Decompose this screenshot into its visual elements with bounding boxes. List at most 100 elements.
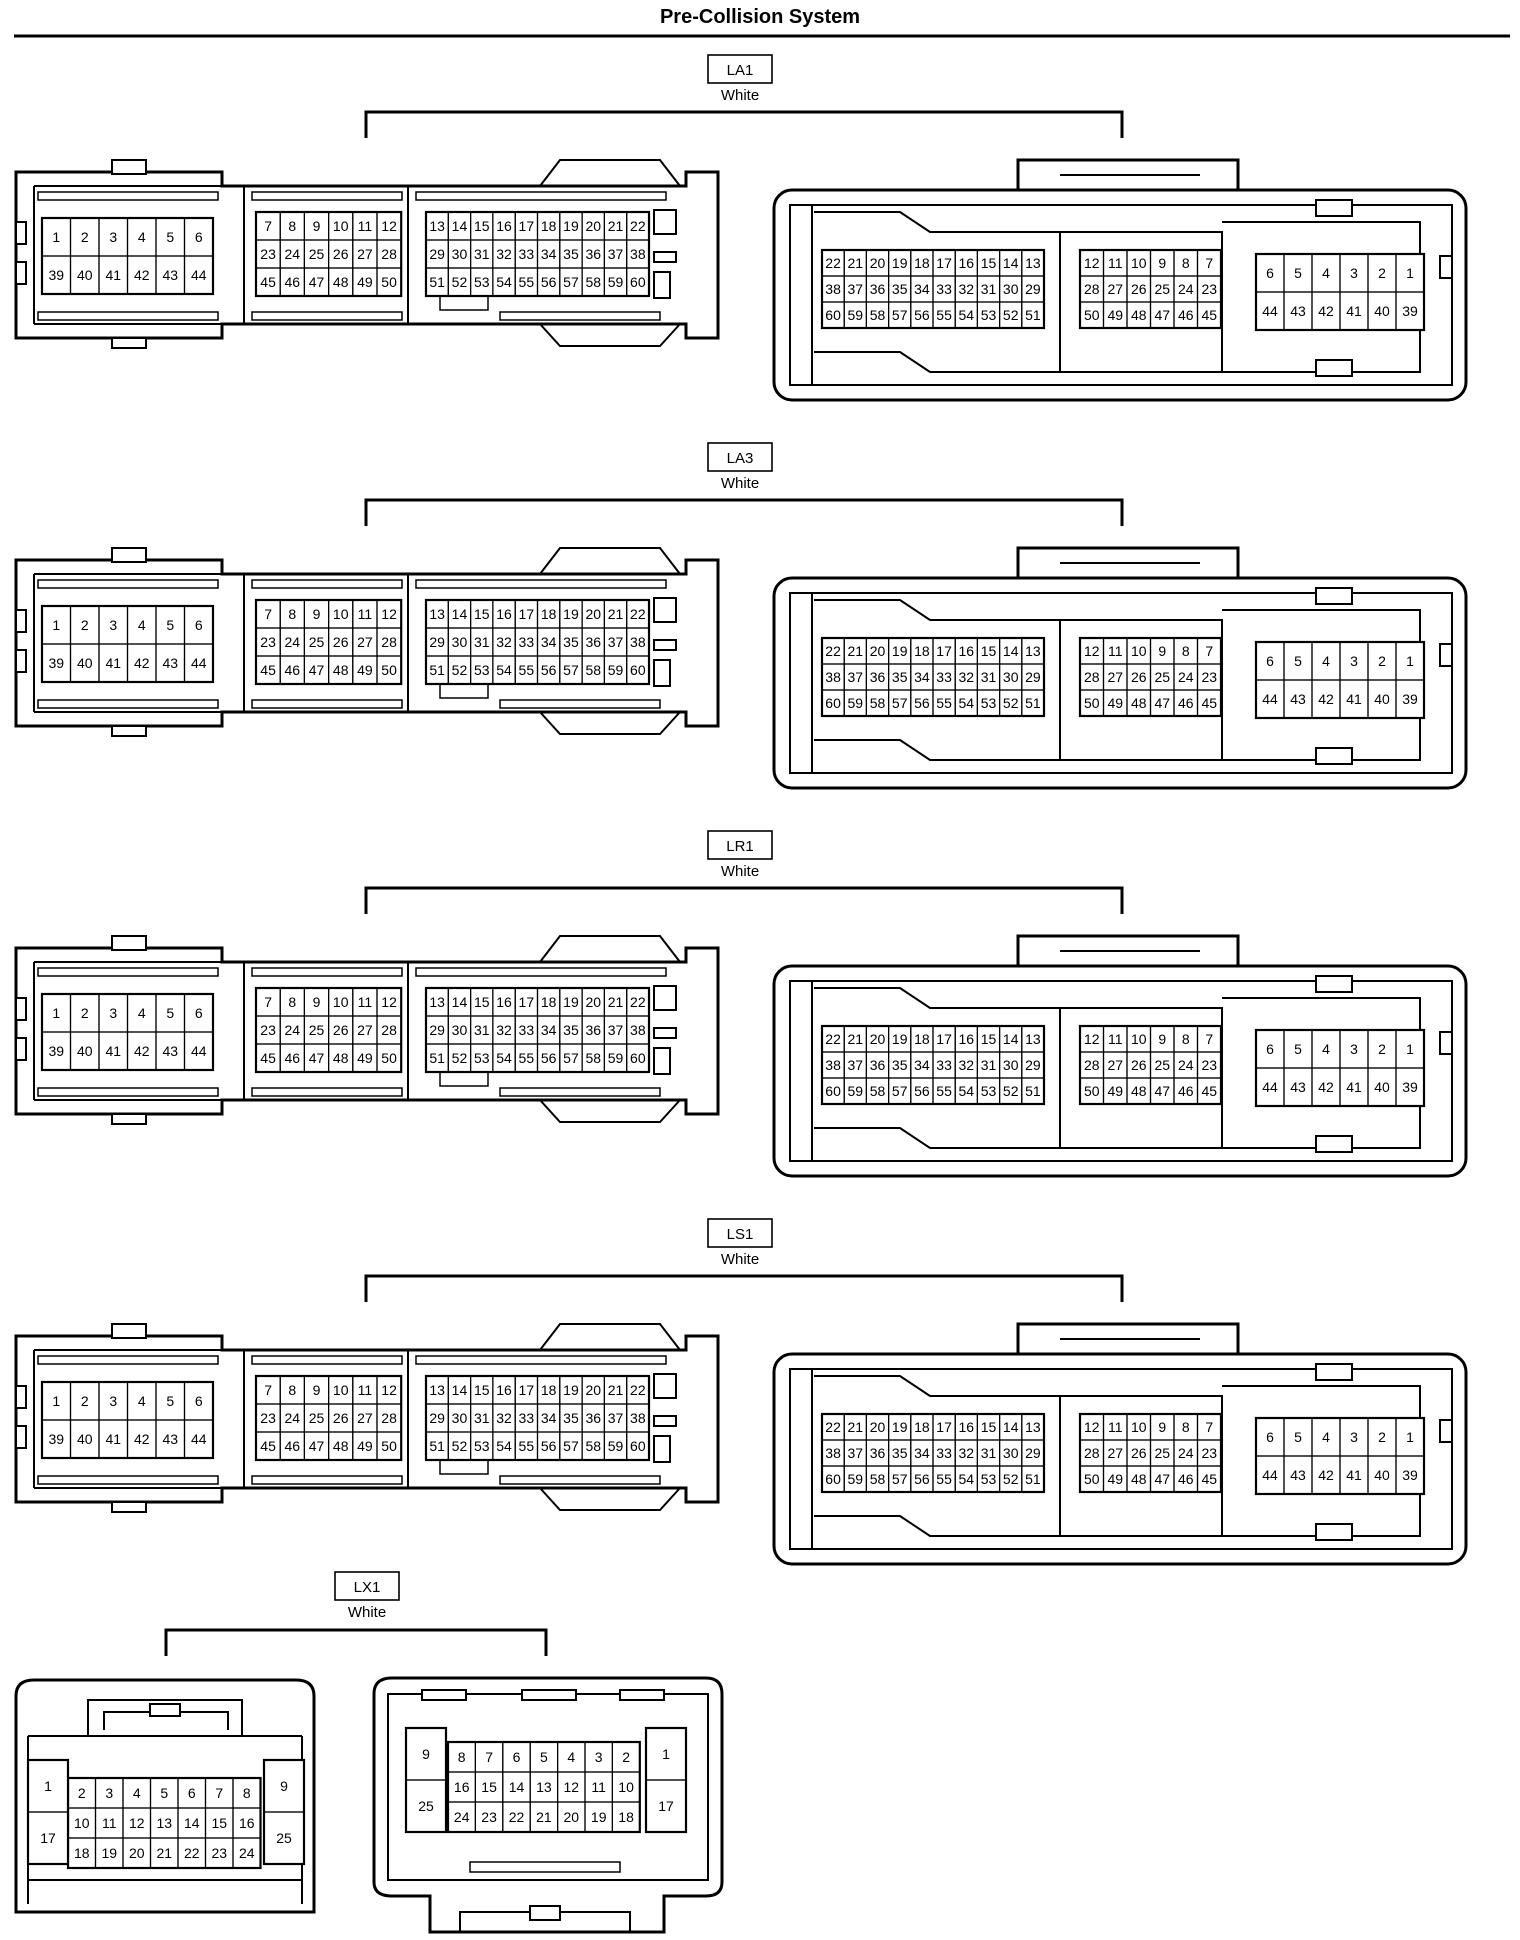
pin-cell — [1021, 301, 1045, 329]
pin-number: 28 — [381, 1022, 397, 1038]
pin-number: 20 — [585, 606, 601, 622]
pin-number: 32 — [959, 669, 975, 685]
side-tab — [653, 597, 677, 623]
top-latch — [1016, 934, 1240, 966]
latch — [111, 1113, 147, 1125]
key — [439, 1071, 489, 1087]
pin-number: 25 — [309, 246, 325, 262]
pin-number: 14 — [1003, 1031, 1019, 1047]
pin-number: 29 — [1025, 281, 1041, 297]
pin-number: 18 — [541, 1382, 557, 1398]
pin-number: 56 — [541, 1438, 557, 1454]
pin-number: 49 — [1107, 1083, 1123, 1099]
pin-number: 28 — [381, 1410, 397, 1426]
housing-inner — [33, 573, 222, 713]
pin-number: 9 — [313, 218, 321, 234]
slot-bar — [251, 699, 403, 709]
pin-number: 53 — [981, 1083, 997, 1099]
slot-bar — [415, 579, 667, 589]
pin-number: 44 — [1262, 1467, 1278, 1483]
pin-number: 2 — [81, 1005, 89, 1021]
slot-bar — [37, 191, 219, 201]
pin-number: 20 — [585, 994, 601, 1010]
pin-number: 20 — [870, 643, 886, 659]
pin-number: 42 — [134, 1043, 150, 1059]
pin-number: 30 — [1003, 1057, 1019, 1073]
pin-number: 43 — [162, 655, 178, 671]
pin-number: 6 — [1266, 265, 1274, 281]
pin-number: 51 — [1025, 307, 1041, 323]
pin-cell — [626, 267, 650, 297]
pin-number: 23 — [260, 1410, 276, 1426]
pin-number: 37 — [608, 1410, 624, 1426]
pin-number: 22 — [630, 994, 646, 1010]
pin-number: 53 — [981, 307, 997, 323]
connector-color: White — [721, 1251, 759, 1268]
pin-number: 59 — [848, 1471, 864, 1487]
pin-number: 10 — [1131, 643, 1147, 659]
pin-number: 36 — [585, 1022, 601, 1038]
pin-number: 24 — [454, 1809, 470, 1825]
pin-number: 4 — [138, 1393, 146, 1409]
pin-number: 9 — [1158, 1419, 1166, 1435]
pin-number: 40 — [77, 267, 93, 283]
pin-number: 17 — [936, 643, 952, 659]
connector-id-box — [707, 442, 773, 472]
pin-number: 26 — [333, 634, 349, 650]
slot-bar — [251, 1087, 403, 1097]
pin-number: 38 — [630, 634, 646, 650]
pin-number: 41 — [105, 1431, 121, 1447]
pin-number: 12 — [1084, 255, 1100, 271]
pin-number: 42 — [134, 655, 150, 671]
pin-number: 15 — [981, 255, 997, 271]
pin-number: 20 — [585, 218, 601, 234]
pin-number: 24 — [285, 1410, 301, 1426]
pin-number: 50 — [1084, 307, 1100, 323]
pin-number: 47 — [309, 274, 325, 290]
connector-color: White — [721, 863, 759, 880]
pin-number: 20 — [564, 1809, 580, 1825]
pin-number: 3 — [109, 617, 117, 633]
pin-number: 42 — [1318, 1467, 1334, 1483]
pin-number: 7 — [1205, 255, 1213, 271]
pin-number: 38 — [630, 246, 646, 262]
latch-frame — [87, 1699, 243, 1736]
pin-number: 12 — [564, 1779, 580, 1795]
pin-number: 54 — [959, 307, 975, 323]
pin-number: 44 — [191, 1431, 207, 1447]
pin-number: 5 — [1294, 1041, 1302, 1057]
pin-number: 8 — [1182, 1419, 1190, 1435]
pin-number: 41 — [105, 267, 121, 283]
pin-block-center-frame — [66, 1776, 262, 1870]
pin-number: 55 — [519, 1050, 535, 1066]
pin-number: 24 — [1178, 1057, 1194, 1073]
pin-number: 28 — [381, 634, 397, 650]
pin-number: 6 — [195, 1393, 203, 1409]
pin-number: 50 — [381, 274, 397, 290]
pin-cell — [376, 1431, 402, 1461]
pin-number: 41 — [1346, 1467, 1362, 1483]
pin-number: 5 — [1294, 1429, 1302, 1445]
pin-number: 21 — [848, 643, 864, 659]
pin-number: 2 — [81, 617, 89, 633]
pin-number: 22 — [509, 1809, 525, 1825]
pin-number: 38 — [825, 1057, 841, 1073]
pin-number: 36 — [870, 669, 886, 685]
pin-number: 58 — [870, 1083, 886, 1099]
latch — [1315, 1523, 1353, 1541]
pin-number: 40 — [1374, 691, 1390, 707]
pin-number: 18 — [618, 1809, 634, 1825]
pin-number: 17 — [519, 994, 535, 1010]
pin-number: 13 — [1025, 1031, 1041, 1047]
pin-number: 52 — [1003, 1471, 1019, 1487]
pin-cell — [611, 1801, 641, 1833]
pin-cell — [626, 1431, 650, 1461]
pin-number: 8 — [288, 606, 296, 622]
pin-number: 16 — [496, 218, 512, 234]
